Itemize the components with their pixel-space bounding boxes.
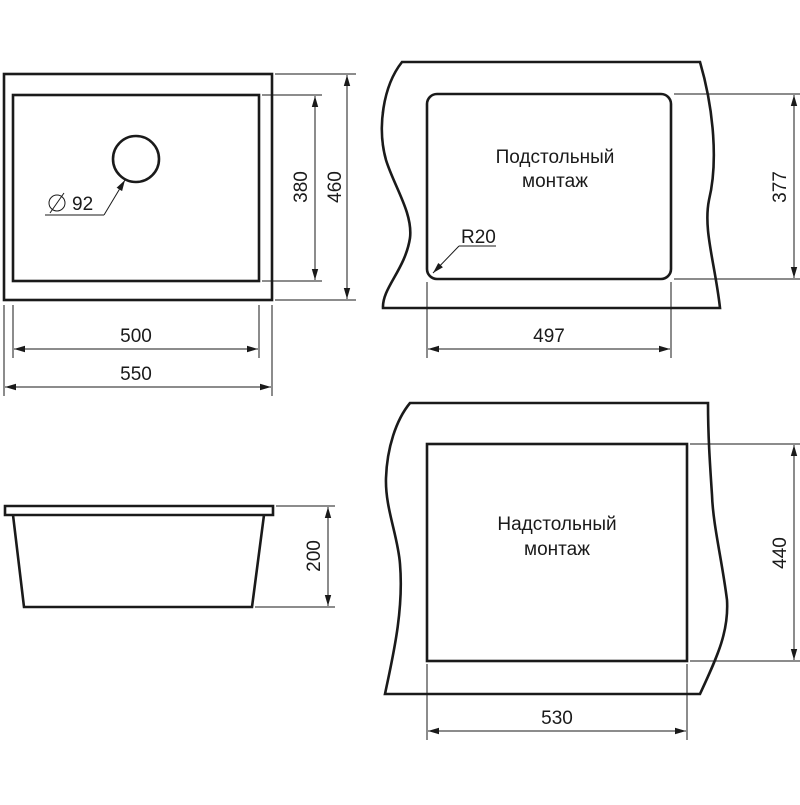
- undermount-title-line1: Подстольный: [496, 147, 615, 168]
- topmount-width-label: 530: [541, 708, 573, 729]
- inner-depth-label: 380: [291, 171, 312, 203]
- topmount-title-line2: монтаж: [524, 539, 590, 560]
- topmount-cutout: [425, 442, 689, 663]
- side-view: 200: [3, 504, 335, 609]
- outer-depth-label: 460: [325, 171, 346, 203]
- diameter-callout: 92: [45, 179, 126, 216]
- outer-depth-dimension: 460: [275, 73, 356, 301]
- outer-width-label: 550: [120, 364, 152, 385]
- countertop-outline-2: [383, 401, 729, 696]
- inner-width-label: 500: [120, 326, 152, 347]
- inner-width-dimension: 500: [12, 305, 260, 358]
- side-height-label: 200: [304, 540, 325, 572]
- top-view: 92 500 550 380 460: [2, 72, 356, 396]
- countertop-outline: [380, 60, 722, 310]
- undermount-depth-label: 377: [770, 171, 791, 203]
- undermount-width-label: 497: [533, 326, 565, 347]
- outer-rim: [2, 72, 274, 302]
- side-height-dimension: 200: [255, 505, 335, 608]
- undermount-title-line2: монтаж: [522, 171, 588, 192]
- bowl-outline: [11, 93, 261, 283]
- radius-callout: R20: [432, 227, 496, 274]
- undermount-cutout: [425, 92, 673, 281]
- radius-label: R20: [461, 227, 496, 248]
- drain-hole: [111, 134, 161, 184]
- sink-rim-profile: [3, 504, 275, 517]
- bowl-profile: [11, 514, 266, 609]
- topmount-view: Надстольный монтаж 530 440: [383, 401, 800, 740]
- undermount-depth-dimension: 377: [674, 93, 800, 280]
- topmount-depth-dimension: 440: [690, 443, 800, 662]
- undermount-width-dimension: 497: [426, 282, 672, 358]
- topmount-width-dimension: 530: [426, 664, 688, 740]
- diameter-label: 92: [72, 194, 93, 215]
- inner-depth-dimension: 380: [262, 94, 322, 282]
- topmount-title-line1: Надстольный: [497, 514, 616, 535]
- topmount-depth-label: 440: [770, 537, 791, 569]
- undermount-view: Подстольный монтаж R20 497 377: [380, 60, 800, 358]
- outer-width-dimension: 550: [3, 305, 273, 396]
